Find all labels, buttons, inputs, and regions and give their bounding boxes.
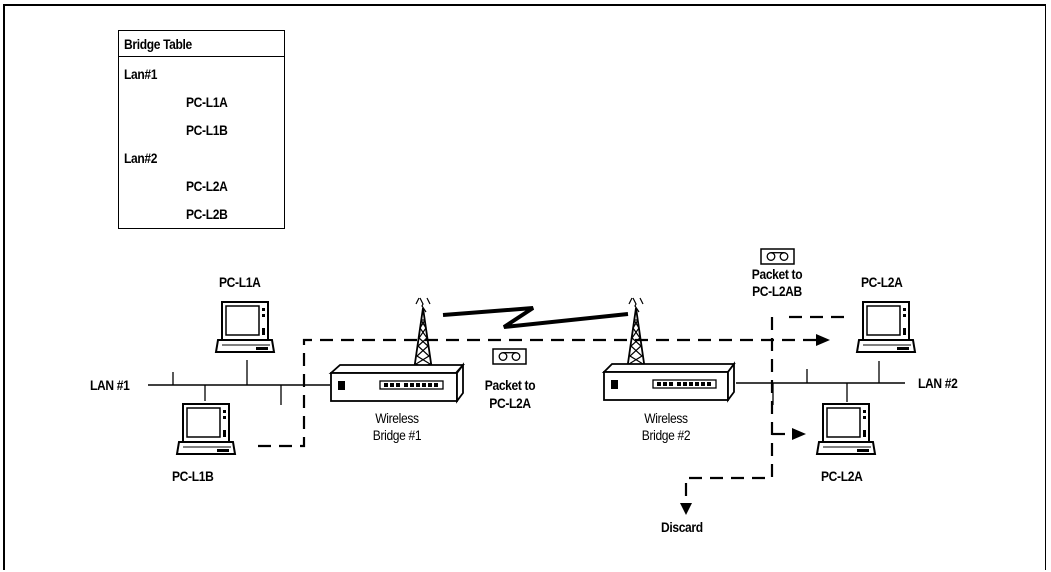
pc-l1a-laptop-icon: [216, 302, 274, 352]
bridge-table: Bridge Table Lan#1 PC-L1A PC-L1B Lan#2 P…: [118, 30, 285, 229]
wireless-link-bolt: [443, 308, 628, 327]
packet-mid-label-line1: Packet to: [476, 377, 545, 394]
discard-label: Discard: [661, 519, 703, 536]
bridge2-label-line1: Wireless: [632, 410, 701, 427]
packet-right-label-line1: Packet to: [743, 266, 812, 283]
bridge-table-host: PC-L2A: [186, 178, 227, 195]
pc-l2a-top-label: PC-L2A: [861, 274, 902, 291]
bridge-table-lan: Lan#1: [124, 66, 157, 83]
bridge-table-lan: Lan#2: [124, 150, 157, 167]
packet-right-icon: [761, 249, 794, 264]
pc-l1b-label: PC-L1B: [172, 468, 213, 485]
pc-l1b-laptop-icon: [177, 404, 235, 454]
bridge-table-divider: [119, 56, 284, 57]
lan1-label: LAN #1: [90, 377, 129, 394]
lan1-backbone: [148, 360, 330, 405]
bridge1-label-line2: Bridge #1: [363, 427, 432, 444]
arrow-to-discard: [680, 503, 692, 515]
packet-path-dashed: [258, 317, 852, 503]
pc-l2a-bottom-label: PC-L2A: [821, 468, 862, 485]
bridge-table-title: Bridge Table: [124, 36, 192, 53]
bridge1-label-line1: Wireless: [363, 410, 432, 427]
lan2-label: LAN #2: [918, 375, 957, 392]
arrow-to-pc-l2a-top: [816, 334, 830, 346]
pc-l2a-bottom-laptop-icon: [817, 404, 875, 454]
lan2-backbone: [736, 361, 905, 405]
bridge-table-host: PC-L1A: [186, 94, 227, 111]
bridge-table-host: PC-L2B: [186, 206, 227, 223]
packet-mid-label-line2: PC-L2A: [476, 395, 545, 412]
pc-l1a-label: PC-L1A: [219, 274, 260, 291]
bridge-table-host: PC-L1B: [186, 122, 227, 139]
bridge2-label-line2: Bridge #2: [632, 427, 701, 444]
pc-l2a-top-laptop-icon: [857, 302, 915, 352]
packet-mid-icon: [493, 349, 526, 364]
arrow-to-pc-l2a-bottom: [792, 428, 806, 440]
packet-right-label-line2: PC-L2AB: [743, 283, 812, 300]
